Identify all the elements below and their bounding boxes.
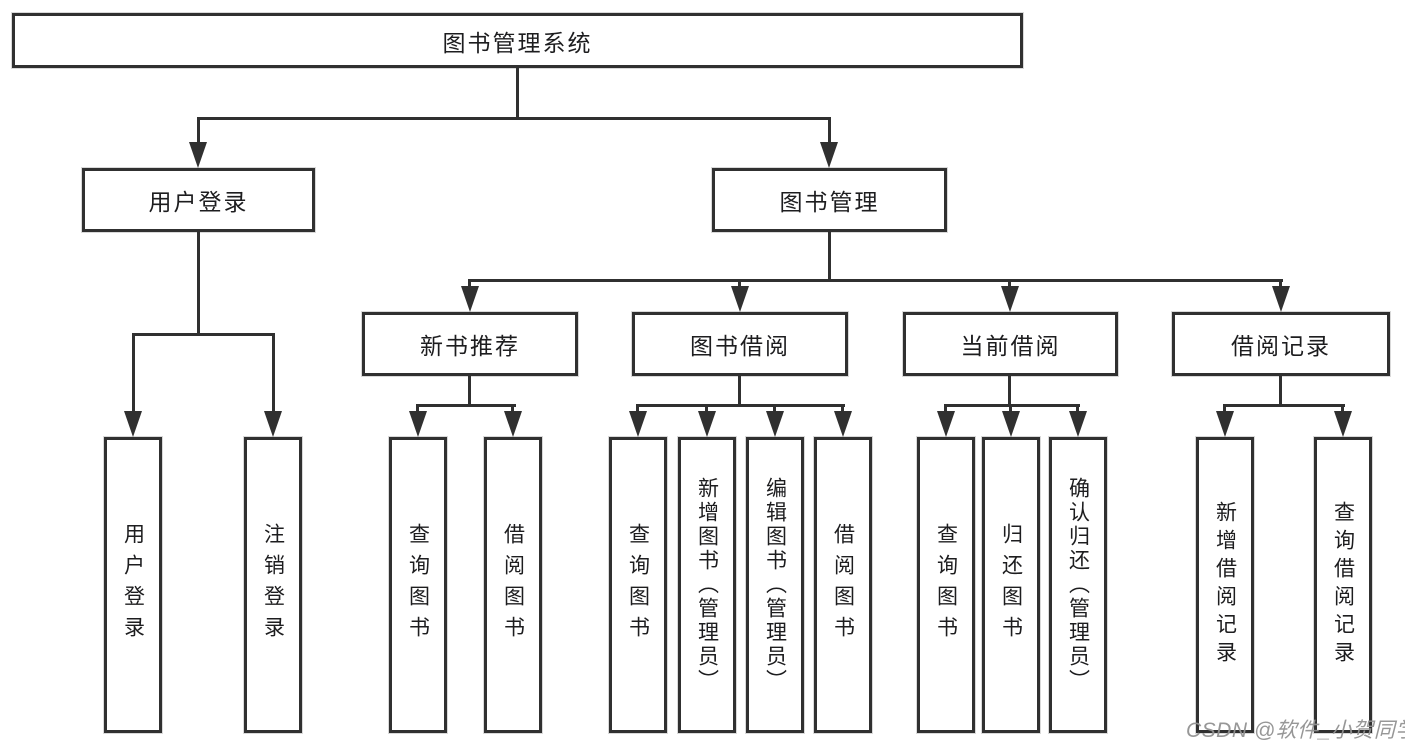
leaf-current-confirm-return-label: 确认归还（管理员） (1066, 477, 1090, 693)
connector-line (197, 117, 200, 145)
node-book-borrowing-label: 图书借阅 (690, 333, 790, 359)
connector-line (1223, 404, 1345, 407)
arrow-down-icon (504, 411, 522, 437)
connector-line (1009, 404, 1012, 414)
connector-line (828, 117, 831, 145)
leaf-user-login: 用户登录 (104, 437, 162, 733)
node-current-borrowing: 当前借阅 (903, 312, 1118, 376)
arrow-down-icon (1001, 286, 1019, 312)
connector-line (1076, 404, 1079, 414)
node-book-management-label: 图书管理 (779, 189, 880, 215)
connector-line (738, 279, 741, 291)
connector-line (1008, 279, 1011, 291)
connector-line (841, 404, 844, 414)
node-book-borrowing: 图书借阅 (632, 312, 848, 376)
connector-line (1279, 279, 1282, 291)
arrow-down-icon (731, 286, 749, 312)
arrow-down-icon (937, 411, 955, 437)
connector-line (636, 404, 639, 414)
connector-line (132, 333, 275, 336)
arrow-down-icon (1334, 411, 1352, 437)
connector-line (828, 232, 831, 282)
arrow-down-icon (698, 411, 716, 437)
connector-line (636, 404, 845, 407)
connector-line (197, 117, 831, 120)
connector-line (1341, 404, 1344, 414)
node-user-login-label: 用户登录 (148, 189, 249, 215)
arrow-down-icon (1272, 286, 1290, 312)
arrow-down-icon (1216, 411, 1234, 437)
connector-line (705, 404, 708, 414)
leaf-borrow-edit-books-label: 编辑图书（管理员） (763, 477, 787, 693)
leaf-borrow-query-books-label: 查询图书 (626, 523, 650, 647)
connector-line (468, 279, 1283, 282)
node-root: 图书管理系统 (12, 13, 1023, 68)
leaf-newbook-borrow-books: 借阅图书 (484, 437, 542, 733)
connector-line (468, 279, 471, 291)
leaf-newbook-query-books-label: 查询图书 (406, 523, 430, 647)
connector-line (416, 404, 419, 414)
arrow-down-icon (1002, 411, 1020, 437)
leaf-newbook-query-books: 查询图书 (389, 437, 447, 733)
connector-line (197, 232, 200, 336)
arrow-down-icon (1069, 411, 1087, 437)
leaf-borrow-query-books: 查询图书 (609, 437, 667, 733)
connector-line (1279, 376, 1282, 407)
leaf-current-return-books: 归还图书 (982, 437, 1040, 733)
connector-line (468, 376, 471, 407)
node-user-login: 用户登录 (82, 168, 315, 232)
arrow-down-icon (461, 286, 479, 312)
connector-line (272, 333, 275, 413)
node-current-borrowing-label: 当前借阅 (960, 333, 1061, 359)
connector-line (944, 404, 1080, 407)
connector-line (416, 404, 516, 407)
leaf-current-return-books-label: 归还图书 (999, 523, 1023, 647)
leaf-current-query-books-label: 查询图书 (934, 523, 958, 647)
leaf-user-login-label: 用户登录 (121, 523, 145, 647)
leaf-borrow-borrow-books: 借阅图书 (814, 437, 872, 733)
arrow-down-icon (189, 142, 207, 168)
leaf-newbook-borrow-books-label: 借阅图书 (501, 523, 525, 647)
node-borrowing-records-label: 借阅记录 (1231, 333, 1331, 359)
leaf-borrow-add-books-label: 新增图书（管理员） (695, 477, 719, 693)
node-root-label: 图书管理系统 (442, 29, 593, 56)
arrow-down-icon (766, 411, 784, 437)
node-new-book-recommend: 新书推荐 (362, 312, 578, 376)
leaf-borrow-edit-books: 编辑图书（管理员） (746, 437, 804, 733)
connector-line (738, 376, 741, 407)
connector-line (1223, 404, 1226, 414)
leaf-borrow-borrow-books-label: 借阅图书 (831, 523, 855, 647)
leaf-records-add-record: 新增借阅记录 (1196, 437, 1254, 733)
leaf-current-confirm-return: 确认归还（管理员） (1049, 437, 1107, 733)
connector-line (511, 404, 514, 414)
arrow-down-icon (409, 411, 427, 437)
arrow-down-icon (124, 411, 142, 437)
leaf-logout: 注销登录 (244, 437, 302, 733)
connector-line (132, 333, 135, 413)
leaf-records-add-record-label: 新增借阅记录 (1213, 501, 1237, 669)
leaf-records-query-record: 查询借阅记录 (1314, 437, 1372, 733)
connector-line (944, 404, 947, 414)
leaf-logout-label: 注销登录 (261, 523, 285, 647)
node-book-management: 图书管理 (712, 168, 947, 232)
arrow-down-icon (834, 411, 852, 437)
csdn-watermark: CSDN @软件_小贺同学 (1186, 719, 1405, 742)
node-new-book-recommend-label: 新书推荐 (420, 333, 520, 359)
node-borrowing-records: 借阅记录 (1172, 312, 1390, 376)
connector-line (773, 404, 776, 414)
connector-line (516, 68, 519, 118)
leaf-borrow-add-books: 新增图书（管理员） (678, 437, 736, 733)
arrow-down-icon (629, 411, 647, 437)
leaf-records-query-record-label: 查询借阅记录 (1331, 501, 1355, 669)
leaf-current-query-books: 查询图书 (917, 437, 975, 733)
connector-line (1008, 376, 1011, 407)
arrow-down-icon (264, 411, 282, 437)
arrow-down-icon (820, 142, 838, 168)
